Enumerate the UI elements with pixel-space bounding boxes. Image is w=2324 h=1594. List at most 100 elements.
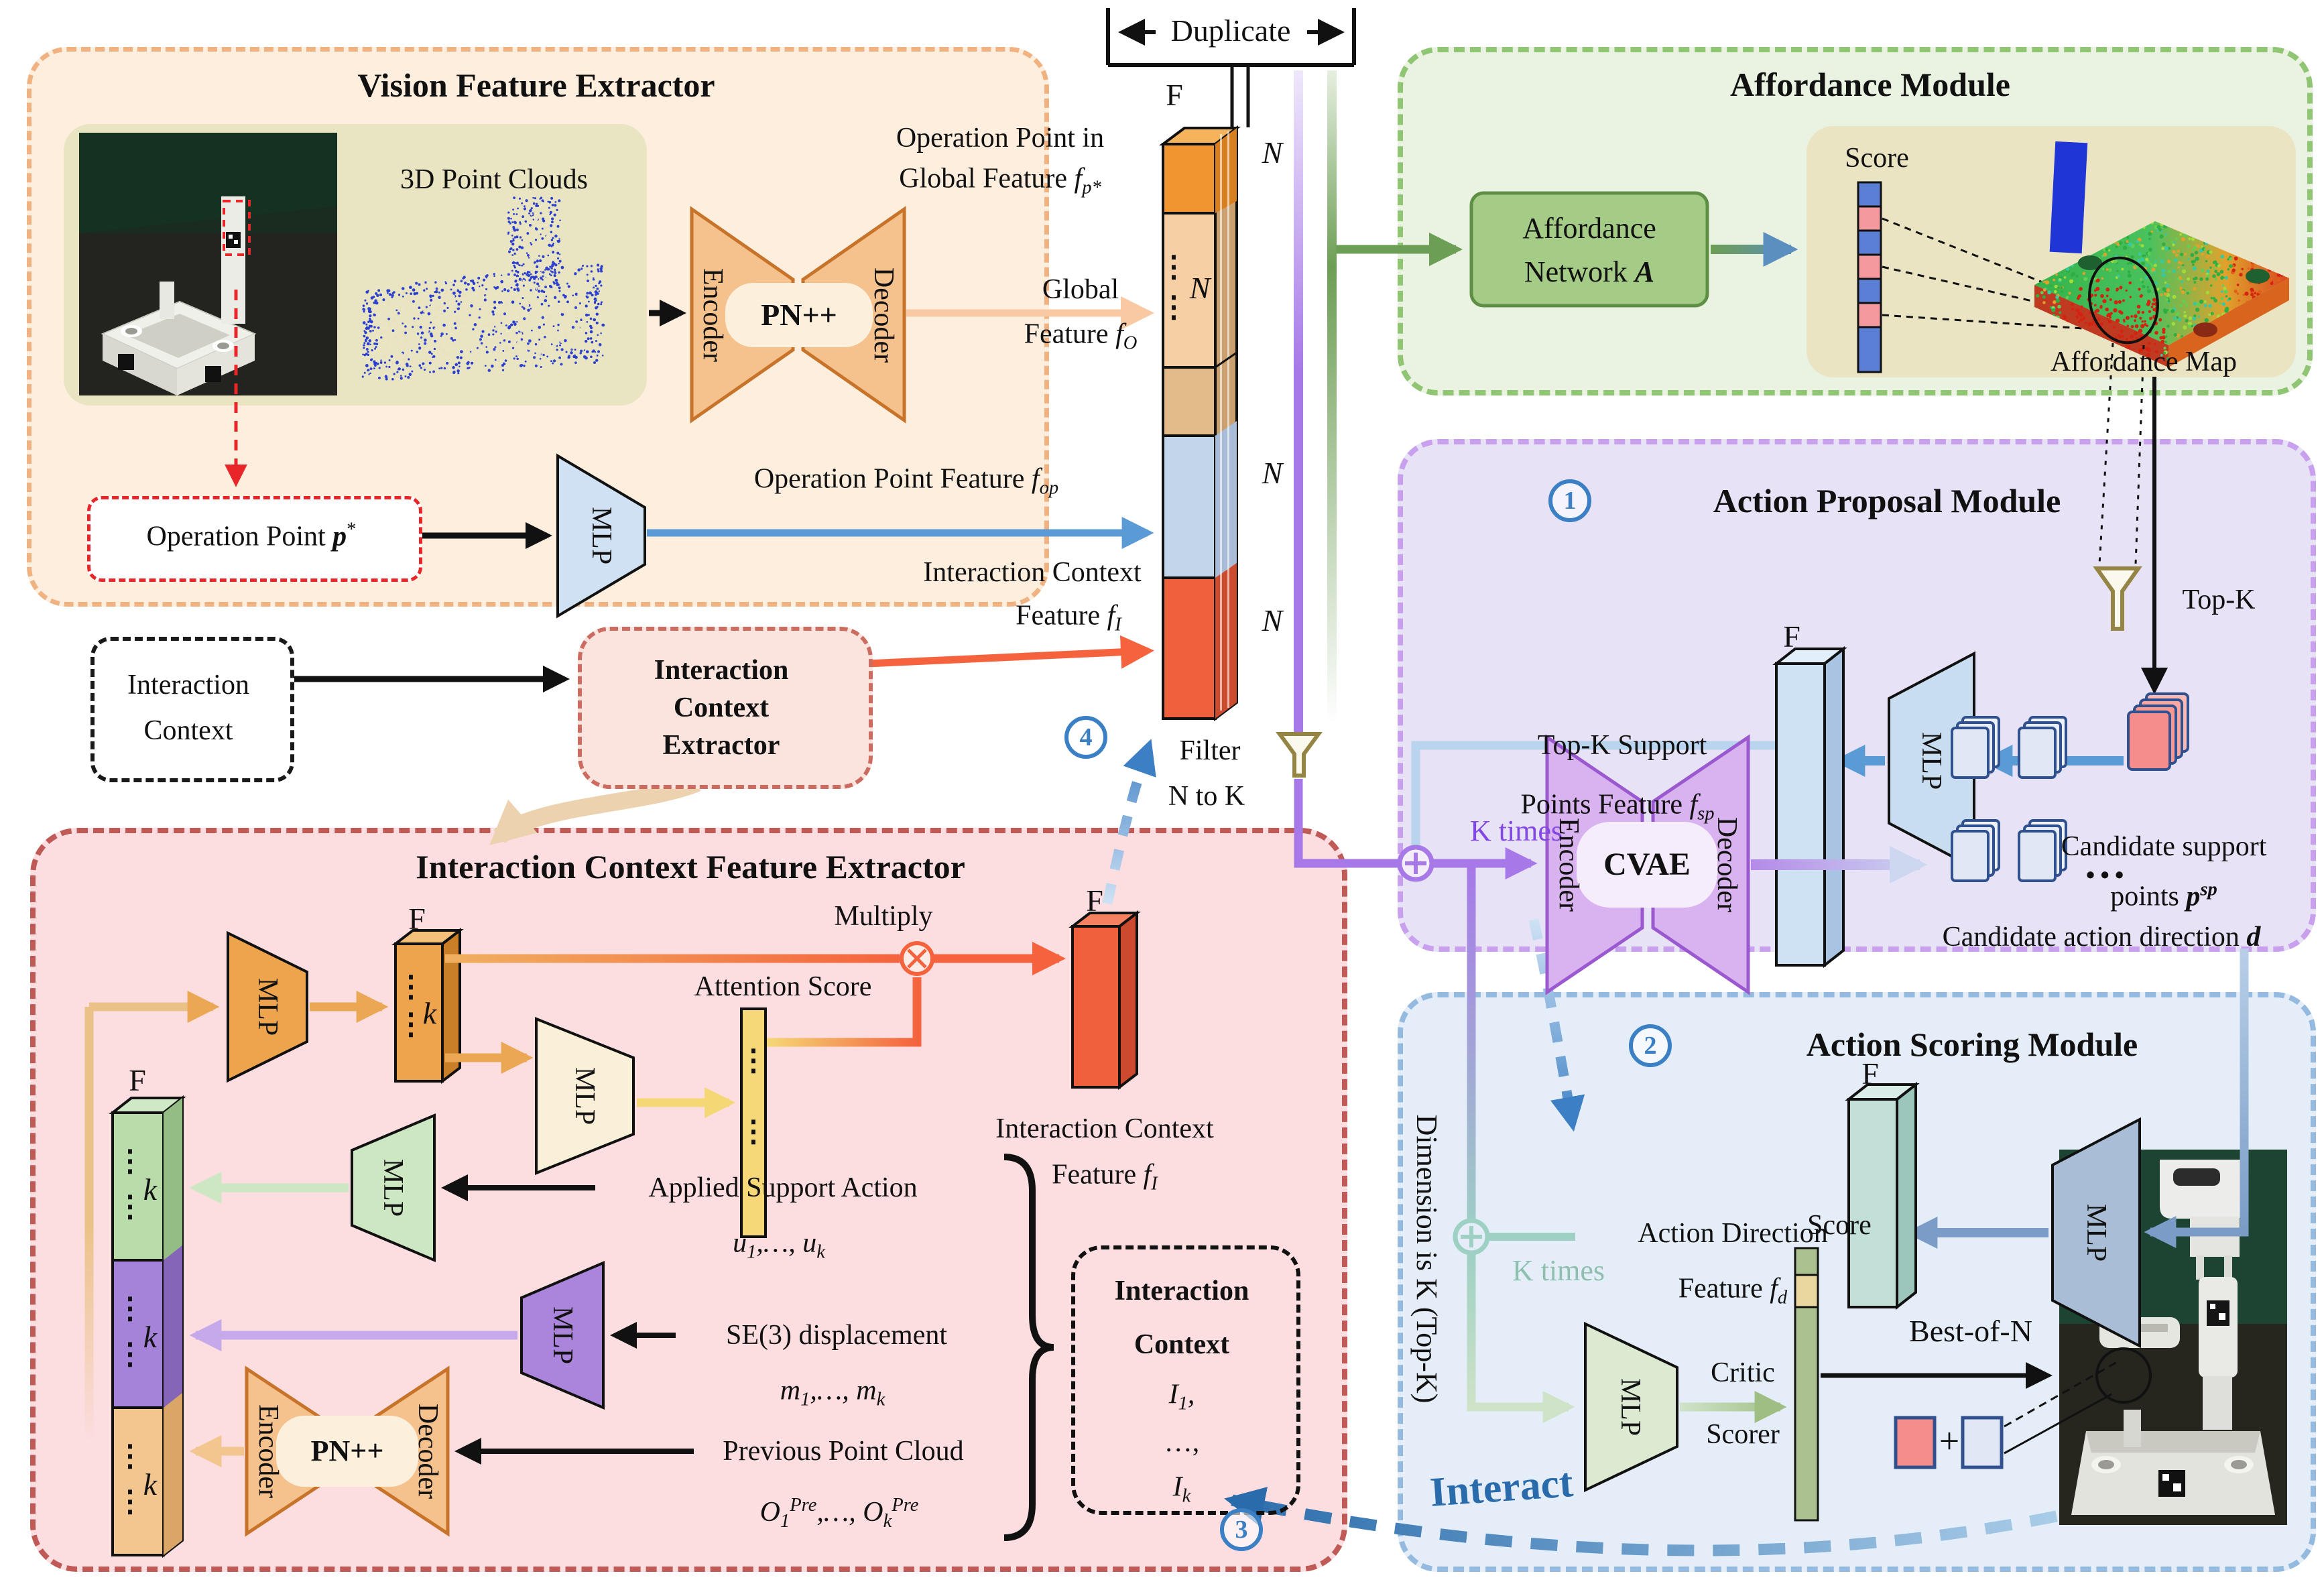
m-mid: ,…, [810,1375,856,1406]
ice-box-label-3: Extractor [663,731,780,760]
fd-label-1: Action Direction [1638,1219,1827,1248]
stack-n-label-top: N [1262,137,1283,169]
action-direction-feature-bar [1849,1085,1916,1307]
icfe-mlp2-label: MLP [378,1159,408,1217]
applied-action-label-2: u1,…, uk [733,1228,825,1262]
prev-cloud-label-2: O1Pre,…, OkPre [760,1495,919,1532]
u-mid: ,…, [756,1227,802,1258]
global-sub: O [1123,333,1138,354]
cvae-decoder-label: Decoder [1712,817,1741,912]
m-a: m [780,1375,800,1406]
m-b: m [856,1375,876,1406]
ik-sym: I [1173,1471,1182,1502]
dots-icon: ⋮ [115,1485,145,1519]
topk-support-feature-bar [1776,649,1843,965]
u-bsub: k [816,1242,825,1263]
step-3-badge: 3 [1220,1508,1263,1551]
step-1-badge: 1 [1548,479,1591,522]
m-bsub: k [877,1390,885,1410]
concat-icon [1400,847,1432,879]
affordance-score-label: Score [1845,143,1909,173]
fsp-sym: f [1689,789,1697,820]
icfe-fi-sub: I [1151,1174,1158,1194]
scoring-mlp-label: MLP [2081,1204,2111,1262]
filter-funnel-icon [1280,734,1319,776]
fsp-label-1: Top-K Support [1538,731,1707,760]
dots-icon: ⋮ [115,1337,145,1371]
u-asub: 1 [747,1242,756,1263]
o-a: O [760,1497,780,1528]
o-bsup: Pre [892,1495,918,1516]
applied-action-label-1: Applied Support Action [648,1173,917,1203]
icfe-attn-mlp-label: MLP [570,1067,599,1125]
candidate-points-label-2: points psp [2110,879,2217,911]
u-b: u [802,1227,816,1258]
affordance-net-label-1: Affordance [1522,213,1656,244]
encoder-label: Encoder [698,268,727,362]
i1-sub: 1 [1178,1394,1188,1414]
cand-sup: sp [2200,879,2217,900]
proposal-mlp-label: MLP [1916,732,1946,790]
ice-box-label-2: Context [674,693,769,723]
fsp-f-label: F [1783,621,1800,653]
ic-box-label-1: Interaction [127,670,249,700]
o-mid: ,…, [816,1497,863,1528]
aff-net-pre: Network [1524,255,1635,288]
interact-label: Interact [1428,1461,1574,1515]
ic-feature-label-1: Interaction Context [923,558,1141,587]
support-point-square [1896,1418,1935,1467]
filter-label-1: Filter [1180,736,1241,765]
icfe-fi-label-1: Interaction Context [995,1114,1213,1144]
critic-mlp-label: MLP [1615,1378,1645,1436]
dots-icon: ⋮ [1159,290,1188,324]
fd-pre: Feature [1678,1273,1770,1304]
operation-point-label: Operation Point p* [147,519,357,551]
op-point-sym: p [332,521,347,552]
ctx-bar-k1-label: k [143,1174,157,1206]
icfe-mlp3-label: MLP [548,1306,577,1364]
ctx-bar-f-label: F [129,1064,146,1097]
op-global-pre: Global Feature [899,163,1074,194]
op-global-sym: f [1075,163,1083,194]
direction-square [1963,1418,2002,1467]
cvae-label: CVAE [1603,848,1691,881]
fi-bar-f-label: F [1086,885,1103,917]
u-a: u [733,1227,747,1258]
op-point-sup: * [347,519,356,540]
icfe-encoder-label: Encoder [253,1404,283,1498]
ctx-bar-k2-label: k [143,1321,157,1353]
filter-label-2: N to K [1168,782,1245,811]
ic-feat-sym: f [1107,600,1115,631]
dots-icon: ⋮ [739,1115,768,1149]
dots-icon: ⋮ [115,1292,145,1326]
feature-stack [1163,128,1237,719]
o-b: O [863,1497,883,1528]
dots-icon: ⋮ [1159,250,1188,284]
cand-dir-pre: Candidate action direction [1943,922,2247,953]
icfe-shapes [89,913,1137,1555]
dots-icon: ⋮ [115,1144,145,1178]
m-asub: 1 [800,1390,810,1410]
ctx-set-label-2: Context [1134,1330,1229,1359]
icfe-title: Interaction Context Feature Extractor [416,849,965,885]
ctx-set-ik-label: Ik [1173,1472,1191,1506]
fd-label-2: Feature fd [1678,1274,1787,1308]
dots-icon: ⋮ [115,1190,145,1224]
critic-label-1: Critic [1711,1358,1775,1388]
global-feature-label-2: Feature fO [1024,319,1138,353]
best-of-n-label: Best-of-N [1909,1315,2032,1347]
multiply-label: Multiply [834,902,932,931]
o-asup: Pre [790,1495,816,1516]
concat2-icon [1455,1221,1487,1253]
affordance-score-bar [1858,182,1881,372]
op-point-pre: Operation Point [147,521,333,552]
icfe-fi-pre: Feature [1052,1159,1143,1190]
i1-sym: I [1169,1379,1178,1410]
dots-icon: ⋮ [396,1007,426,1042]
ctx-set-i1-label: I1, [1169,1380,1195,1414]
step-2-badge: 2 [1629,1024,1672,1067]
ellipsis-label: … [2083,841,2126,885]
critic-score-bar [1795,1248,1818,1520]
ic-feat-sub: I [1115,615,1121,635]
stack-n-label-blue: N [1262,457,1283,489]
